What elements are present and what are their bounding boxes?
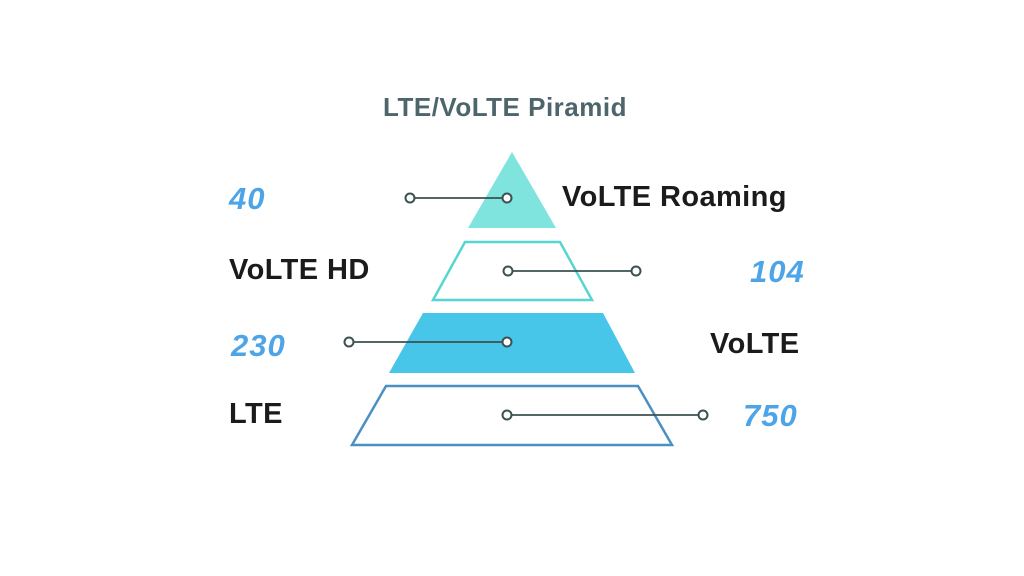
chart-title: LTE/VoLTE Piramid	[383, 92, 627, 122]
tier1-value: 40	[229, 181, 266, 216]
tier2-label: VoLTE HD	[229, 254, 370, 286]
tier4-value: 750	[743, 398, 798, 433]
tier1-label: VoLTE Roaming	[562, 181, 787, 213]
tier3-connector	[343, 336, 513, 348]
tier2-value: 104	[750, 254, 805, 289]
tier3-label: VoLTE	[710, 328, 800, 360]
tier3-value: 230	[231, 328, 286, 363]
tier1-shape-volte-roaming	[468, 152, 556, 228]
tier4-connector	[501, 409, 709, 421]
tier1-connector	[404, 192, 513, 204]
tier4-label: LTE	[229, 398, 283, 430]
tier2-connector	[502, 265, 642, 277]
